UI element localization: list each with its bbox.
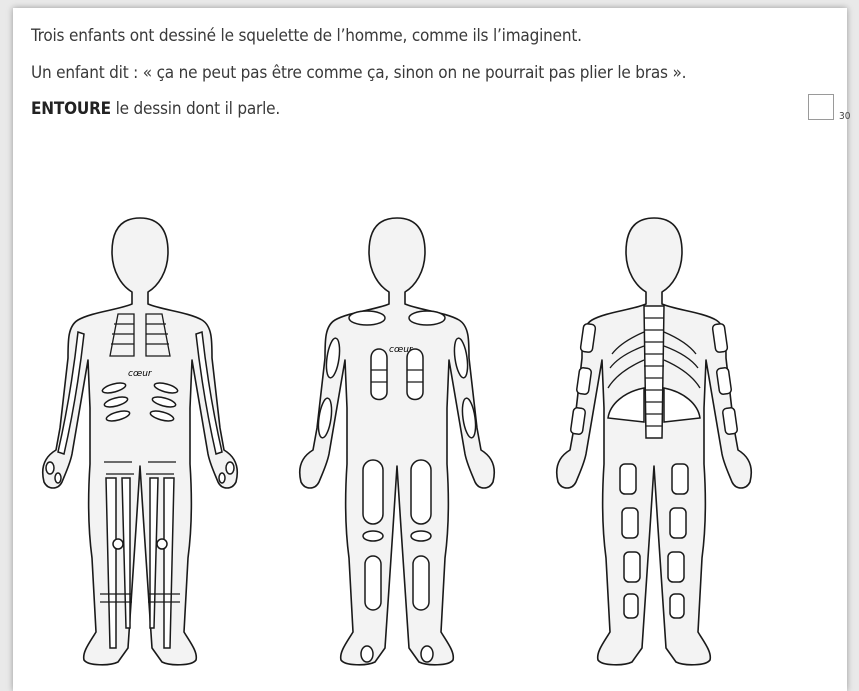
clavicle-left [349,311,385,325]
worksheet-page: Trois enfants ont dessiné le squelette d… [13,8,847,691]
heart-label: cœur [128,369,153,379]
drawing-1[interactable]: cœur [43,218,238,665]
skeleton-drawings: cœur [13,8,847,691]
leg-bones [100,462,180,648]
drawing-2[interactable]: cœur [300,218,495,665]
clavicle-right [409,311,445,325]
drawing-3[interactable] [557,218,752,665]
